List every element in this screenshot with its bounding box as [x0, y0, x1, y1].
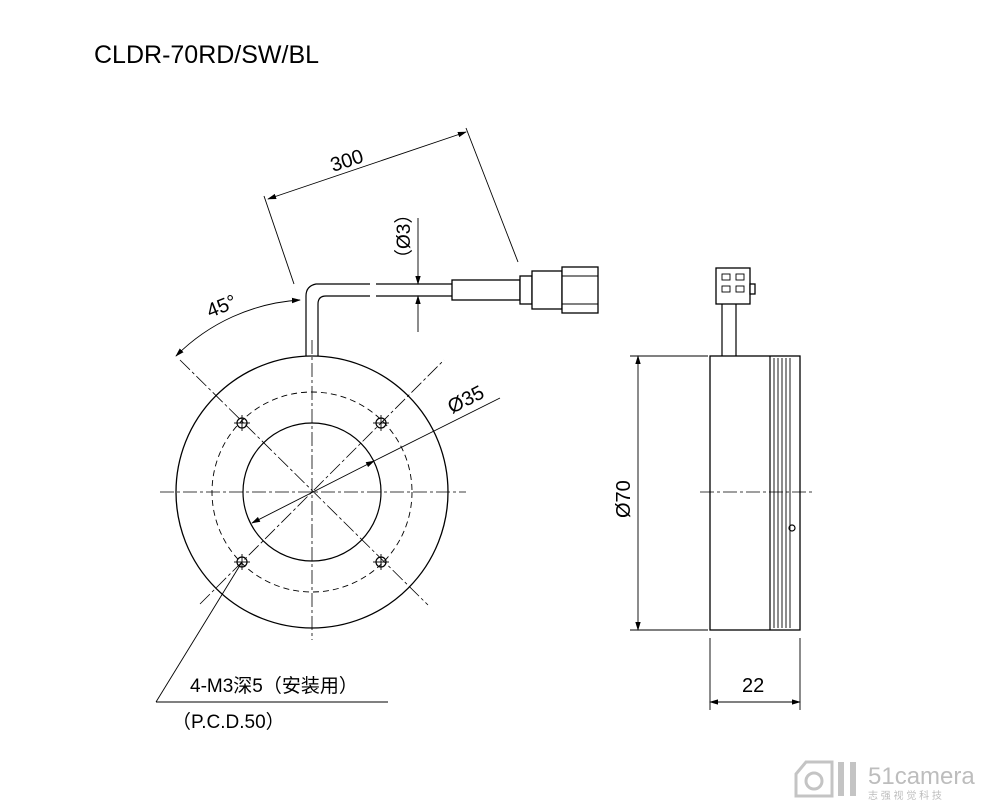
cable-angle-label: 45°: [204, 291, 240, 323]
mount-hole-label: 4-M3深5（安装用）: [190, 675, 358, 697]
connector: [519, 266, 599, 314]
mount-hole: [234, 415, 250, 431]
cable-bend-outer: [305, 283, 370, 356]
mount-hole: [373, 415, 389, 431]
side-body: [709, 355, 801, 631]
thickness-label: 22: [742, 675, 764, 697]
outer-diameter-label: Ø70: [613, 480, 635, 518]
mount-hole-note: 4-M3深5（安装用） （P.C.D.50）: [155, 561, 388, 733]
cable-diameter-label: （Ø3）: [393, 205, 415, 268]
thickness-dimension: 22: [709, 638, 801, 710]
mount-hole: [373, 554, 389, 570]
watermark: 51camera 志 强 视 觉 科 技: [794, 760, 975, 802]
side-connector: [715, 267, 756, 305]
front-view: [160, 266, 599, 640]
cable-length-label: 300: [328, 146, 367, 177]
side-screw: [788, 524, 796, 532]
side-view: [700, 267, 812, 631]
pcd-label: （P.C.D.50）: [172, 711, 285, 733]
watermark-brand: 51camera: [868, 763, 975, 790]
cable-sleeve: [451, 279, 521, 301]
cable-angle-dimension: 45°: [175, 291, 301, 357]
inner-diameter-label: Ø35: [444, 382, 488, 419]
outer-diameter-dimension: Ø70: [613, 355, 708, 631]
cable-diameter-dimension: （Ø3）: [393, 205, 430, 332]
drawing-title: CLDR-70RD/SW/BL: [94, 41, 319, 69]
cable-length-dimension: 300: [263, 127, 519, 285]
camera-logo-icon: [794, 760, 856, 798]
cable-bend-inner: [317, 295, 370, 356]
watermark-subtitle: 志 强 视 觉 科 技: [868, 789, 942, 802]
